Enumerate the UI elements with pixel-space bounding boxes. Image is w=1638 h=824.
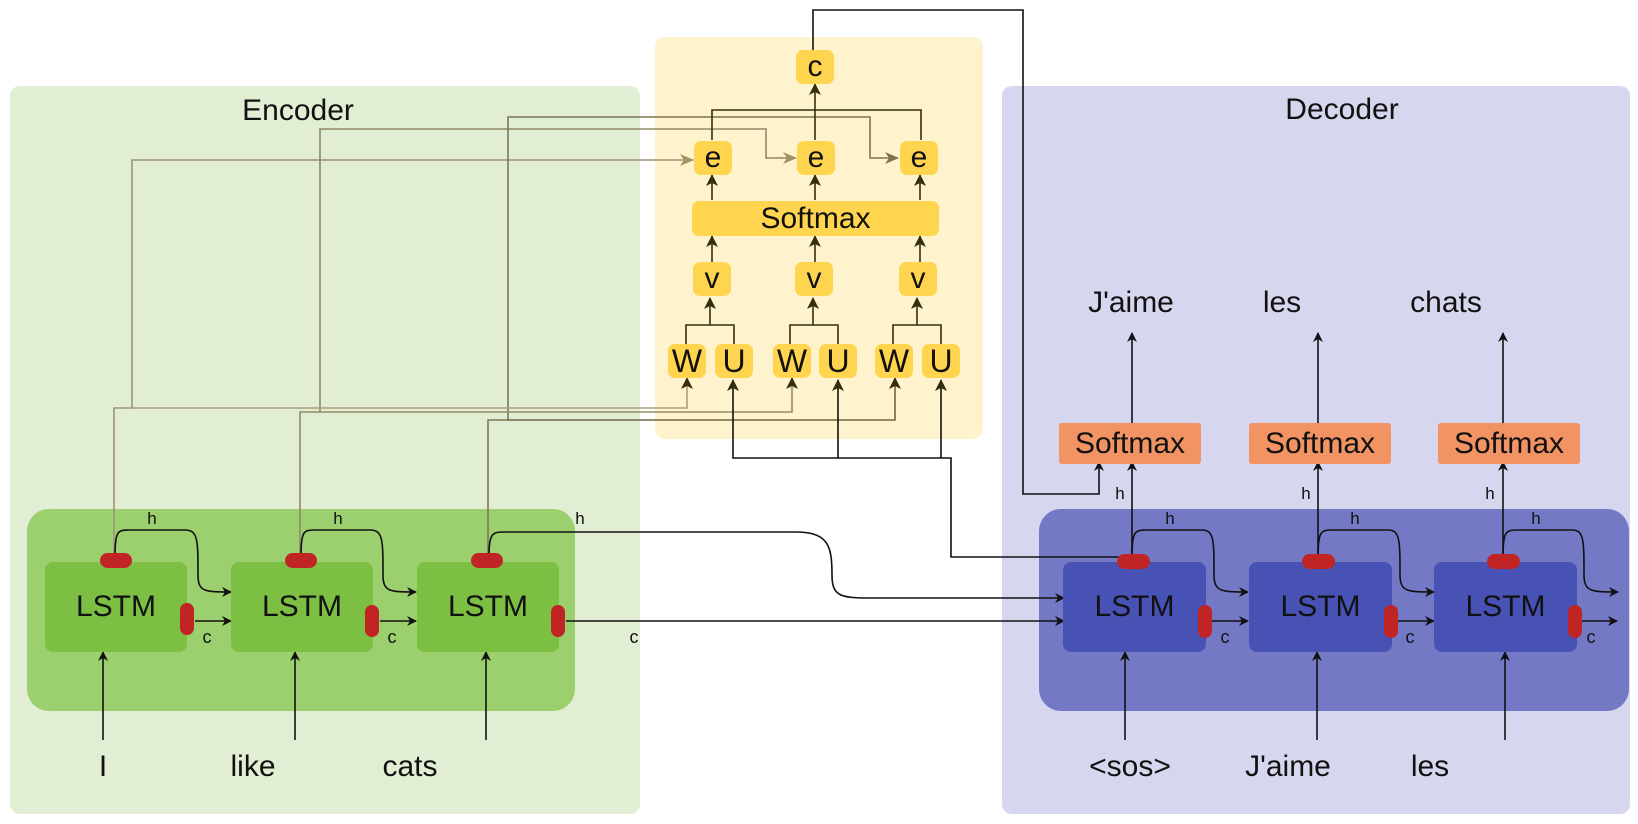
decoder-softmax-1: Softmax [1059, 423, 1201, 464]
energy-node-2: e [797, 141, 835, 175]
value-node-3: v [899, 262, 937, 296]
decoder-h-gate-1 [1117, 554, 1150, 569]
weight-w-node-3: W [875, 344, 913, 378]
decoder-c-label-3: c [1586, 627, 1596, 647]
weight-w-node-1: W [668, 344, 706, 378]
decoder-h-label-2: h [1350, 509, 1360, 528]
encoder-h-label-3: h [575, 509, 585, 528]
decoder-h-out-label-1: h [1115, 484, 1125, 503]
encoder-h-label-2: h [333, 509, 343, 528]
decoder-softmax-3: Softmax [1438, 423, 1580, 464]
encoder-c-label-1: c [202, 627, 212, 647]
decoder-c-gate-3 [1568, 605, 1582, 638]
decoder-h-label-1: h [1165, 509, 1175, 528]
decoder-h-gate-3 [1487, 554, 1520, 569]
decoder-softmax-2: Softmax [1249, 423, 1391, 464]
decoder-output-1: J'aime [1088, 286, 1174, 319]
decoder-h-gate-2 [1302, 554, 1335, 569]
decoder-c-label-2: c [1405, 627, 1415, 647]
encoder-c-gate-1 [180, 603, 194, 635]
decoder-input-1: <sos> [1089, 750, 1171, 783]
decoder-lstm-cell-3: LSTM [1434, 562, 1577, 652]
context-node: c [796, 50, 834, 84]
energy-node-1: e [694, 141, 732, 175]
decoder-input-3: les [1410, 750, 1450, 783]
decoder-c-gate-1 [1198, 605, 1212, 638]
encoder-lstm-cell-1: LSTM [45, 562, 187, 652]
decoder-h-label-3: h [1531, 509, 1541, 528]
weight-u-node-1: U [715, 344, 753, 378]
encoder-c-gate-2 [365, 605, 379, 637]
encoder-h-gate-3 [471, 553, 503, 568]
decoder-lstm-cell-1: LSTM [1063, 562, 1206, 652]
decoder-output-2: les [1262, 286, 1302, 319]
encoder-c-label-2: c [387, 627, 397, 647]
decoder-c-label-1: c [1220, 627, 1230, 647]
decoder-output-3: chats [1410, 286, 1482, 319]
decoder-input-2: J'aime [1245, 750, 1331, 783]
value-node-2: v [795, 262, 833, 296]
attention-softmax: Softmax [692, 201, 939, 236]
decoder-lstm-cell-2: LSTM [1249, 562, 1392, 652]
decoder-title: Decoder [1285, 93, 1399, 126]
decoder-h-out-label-3: h [1485, 484, 1495, 503]
encoder-c-label-3: c [629, 627, 639, 647]
encoder-input-3: cats [382, 750, 438, 783]
weight-u-node-2: U [819, 344, 857, 378]
encoder-title: Encoder [242, 94, 354, 127]
energy-node-3: e [900, 141, 938, 175]
weight-w-node-2: W [773, 344, 811, 378]
encoder-h-gate-1 [100, 553, 132, 568]
decoder-h-out-label-2: h [1301, 484, 1311, 503]
encoder-lstm-cell-2: LSTM [231, 562, 373, 652]
encoder-lstm-cell-3: LSTM [417, 562, 559, 652]
weight-u-node-3: U [922, 344, 960, 378]
encoder-input-2: like [230, 750, 276, 783]
encoder-input-1: I [98, 750, 108, 783]
encoder-c-gate-3 [551, 605, 565, 637]
decoder-c-gate-2 [1384, 605, 1398, 638]
encoder-h-gate-2 [285, 553, 317, 568]
encoder-h-label-1: h [147, 509, 157, 528]
value-node-1: v [693, 262, 731, 296]
